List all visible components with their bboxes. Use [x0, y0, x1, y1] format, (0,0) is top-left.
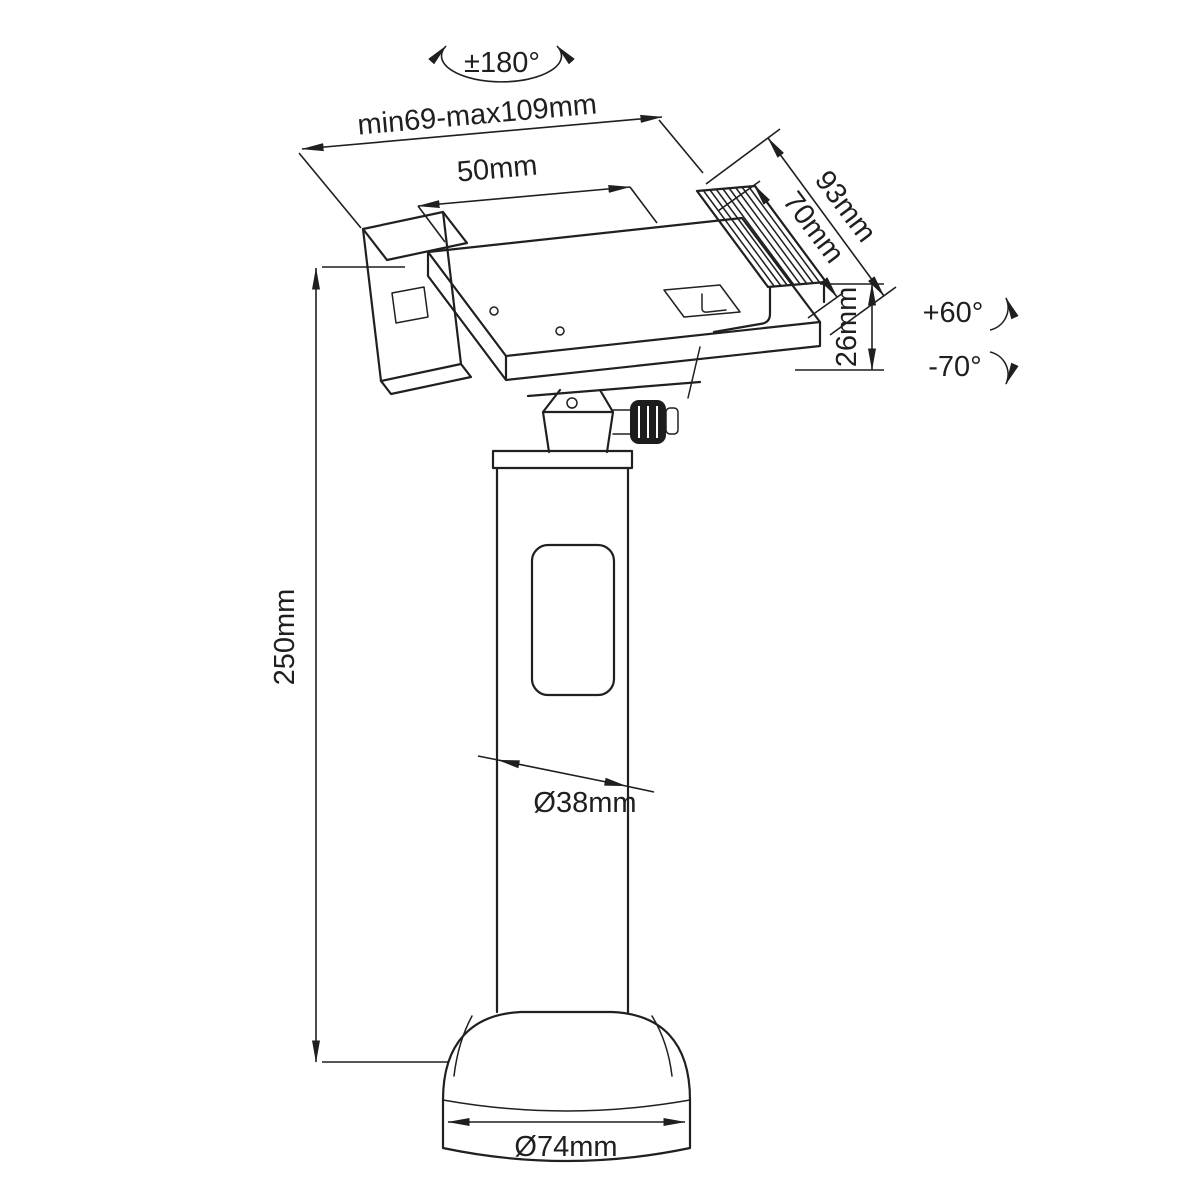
tilt-down-label: -70° [928, 351, 982, 383]
plate-top-face [426, 216, 822, 358]
hinge-pin [566, 397, 578, 409]
left-clamp-foot [379, 362, 473, 396]
stand-drawing [361, 184, 828, 1163]
pole-diameter-label: Ø38mm [533, 787, 636, 819]
extension-lines [417, 186, 658, 243]
pole-diameter-dimension: Ø38mm [477, 755, 655, 819]
height-dimension: 250mm [269, 266, 448, 1063]
tilt-down-arrow [989, 351, 1019, 385]
base-outline [441, 1010, 692, 1163]
right-clamp-arm-link [687, 346, 701, 399]
thickness-dimension: 26mm [795, 283, 884, 371]
leader-tails [477, 755, 655, 793]
rotation-range-label: ±180° [464, 47, 540, 79]
tilt-annotation: +60° -70° [923, 297, 1019, 385]
left-clamp-panel [361, 210, 463, 383]
knob-axle-cap [665, 407, 679, 435]
plate-slide-slot [663, 284, 741, 318]
plate-thickness-edges [426, 250, 822, 382]
rotation-annotation: ±180° [428, 45, 575, 83]
base-dome [441, 1010, 692, 1163]
plate-screw-left [489, 306, 499, 316]
dimension-line [497, 759, 627, 787]
plate-width-label: 50mm [456, 150, 539, 189]
tilt-head [526, 380, 702, 454]
tilt-up-arrow [989, 297, 1019, 331]
pole-cable-slot [530, 543, 616, 697]
right-clamp-foot [712, 281, 826, 334]
left-clamp-hook-notch [391, 286, 429, 324]
holder-plate [426, 216, 822, 382]
base-diameter-label: Ø74mm [514, 1131, 617, 1163]
dimension-line [301, 114, 663, 152]
left-clamp-arm [361, 210, 473, 396]
plate-screw-right [555, 326, 565, 336]
extension-lines [322, 266, 448, 1063]
dimension-line [417, 184, 631, 209]
height-label: 250mm [269, 589, 301, 686]
knob-ribs [638, 406, 658, 438]
thickness-label: 26mm [831, 287, 863, 368]
pole-collar [491, 449, 634, 470]
tilt-head-bracket [526, 380, 702, 454]
dimension-line [753, 184, 838, 298]
pole [491, 449, 634, 1014]
plate-width-dimension: 50mm [417, 150, 658, 243]
left-clamp-lip [361, 210, 469, 262]
knob-stem [612, 409, 631, 435]
pole-walls [495, 466, 630, 1014]
base-diameter-dimension: Ø74mm [447, 1118, 686, 1163]
base-seam-lines [442, 1015, 691, 1112]
rotation-arrow-arc [428, 45, 575, 83]
extension-lines [298, 119, 704, 229]
tilt-up-label: +60° [923, 297, 984, 329]
